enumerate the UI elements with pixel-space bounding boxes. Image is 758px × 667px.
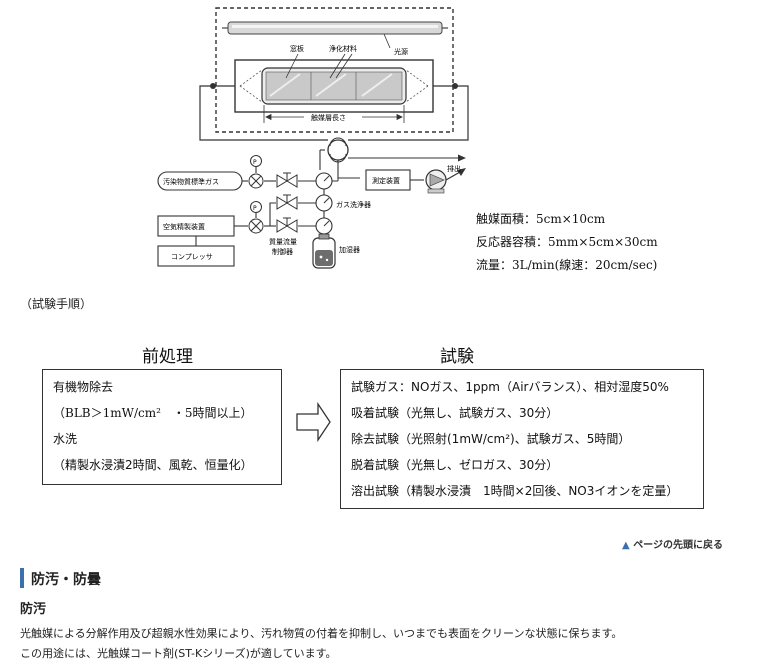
label-flow-controller-2: 制御器 [272,247,293,256]
label-light-source: 光源 [394,47,408,56]
needle-valve-icon [276,172,298,233]
test-box: 試験ガス：NOガス、1ppm（Airバランス）、相対湿度50% 吸着試験（光無し… [340,369,704,509]
label-air-purifier: 空気精製装置 [163,222,205,231]
spec-catalyst-area: 触媒面積：5cm×10cm [476,212,606,226]
test-line: 脱着試験（光無し、ゼロガス、30分） [351,458,559,472]
test-line: 溶出試験（精製水浸漬 1時間×2回後、NO3イオンを定量） [351,484,679,498]
enclosure-dashed-box [215,7,454,133]
label-compressor: コンプレッサ [171,253,213,261]
pump-icon [425,169,447,194]
label-window: 窓板 [290,44,304,53]
pretreatment-line: （精製水浸漬2時間、風乾、恒量化） [53,458,253,472]
spec-reactor-volume: 反応器容積：5mm×5cm×30cm [476,235,658,249]
mass-flow-controller-icon [315,172,333,235]
subsection-title: 防汚 [20,602,47,617]
body-text-line: 光触媒による分解作用及び超親水性効果により、汚れ物質の付着を抑制し、いつまでも表… [20,627,623,640]
pretreatment-line: 有機物除去 [53,380,114,394]
label-p-upper: P [253,159,257,166]
light-source-tube [222,21,448,35]
test-line: 試験ガス：NOガス、1ppm（Airバランス）、相対湿度50% [351,380,669,394]
label-flow-controller-1: 質量流量 [269,237,297,246]
catalyst-length-arrow [263,105,405,123]
pretreatment-heading: 前処理 [142,347,193,367]
test-heading: 試験 [440,347,474,367]
humidifier-bottle [312,233,336,269]
spec-flow-rate: 流量：3L/min(線速：20cm/sec) [476,258,658,272]
label-pollutant-gas: 汚染物質標準ガス [163,177,219,186]
section-title: 防汚・防曇 [31,572,101,588]
procedure-label: （試験手順） [20,297,93,311]
catalyst-sample [261,67,407,105]
pretreatment-line: （BLB＞1mW/cm² ・5時間以上） [53,406,253,420]
label-humidifier: 加湿器 [339,245,360,254]
label-exhaust: 排出 [447,164,461,173]
pretreatment-line: 水洗 [53,432,78,446]
pretreatment-box: 有機物除去 （BLB＞1mW/cm² ・5時間以上） 水洗 （精製水浸漬2時間、… [42,369,282,485]
label-measurement: 測定装置 [372,176,400,185]
label-p-lower: P [253,205,257,212]
back-to-top-link[interactable]: ▲ ページの先頭に戻る [622,536,723,551]
label-catalyst-length: 触媒層長さ [311,113,346,122]
section-marker-bar [20,568,24,588]
triangle-up-icon: ▲ [622,540,630,551]
test-line: 吸着試験（光無し、試験ガス、30分） [351,406,559,420]
test-line: 除去試験（光照射(1mW/cm²)、試験ガス、5時間） [351,432,631,446]
pressure-gauge-icon [250,155,262,213]
back-to-top-label: ページの先頭に戻る [633,540,723,551]
label-gas-washer: ガス洗浄器 [336,200,371,209]
body-text-line: この用途には、光触媒コート剤(ST-Kシリーズ)が適しています。 [20,647,337,660]
label-material: 浄化材料 [329,44,357,53]
apparatus-diagram: 窓板 浄化材料 光源 触媒層長さ 汚染物質標準ガス 空気精製装置 コンプレッサ … [157,7,469,269]
four-way-valve [327,137,349,163]
right-arrow-icon [296,402,331,442]
